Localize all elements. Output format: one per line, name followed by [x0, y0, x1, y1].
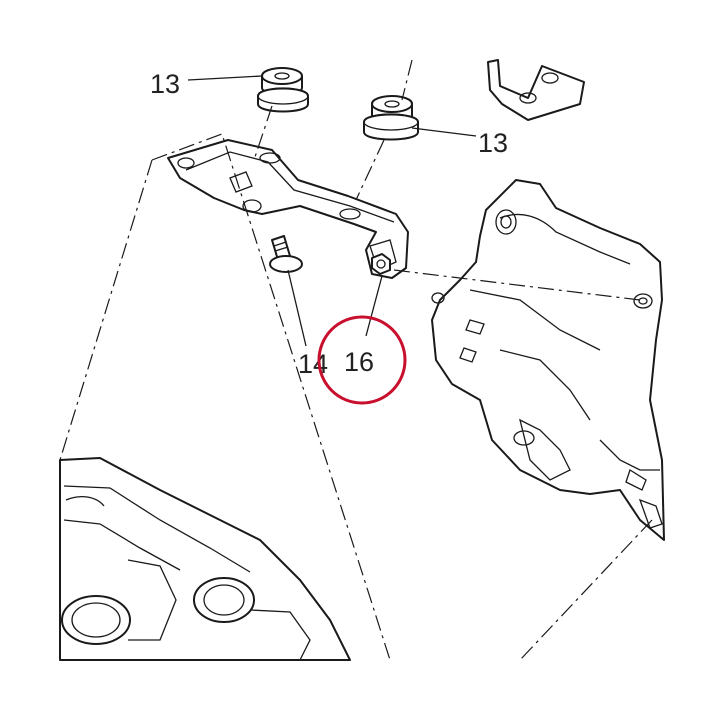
- callout-14-partial: 14: [298, 349, 328, 379]
- small-bracket-top-right: [487, 59, 585, 121]
- callout-13-right: 13: [478, 128, 508, 158]
- grommet-right: [363, 95, 419, 141]
- callout-13-top-left: 13: [150, 69, 180, 99]
- fork-top-yoke: [59, 457, 351, 661]
- screw-part-14: [269, 235, 303, 273]
- callout-16: 16: [344, 347, 374, 377]
- leader-lines: [187, 75, 477, 347]
- assembly-centerlines: [59, 59, 653, 661]
- mounting-bracket: [167, 139, 409, 279]
- nut-part-16: [371, 253, 391, 275]
- grommet-top-left: [257, 67, 309, 113]
- highlight-circle: [317, 315, 407, 405]
- headlight-support-housing: [431, 179, 665, 541]
